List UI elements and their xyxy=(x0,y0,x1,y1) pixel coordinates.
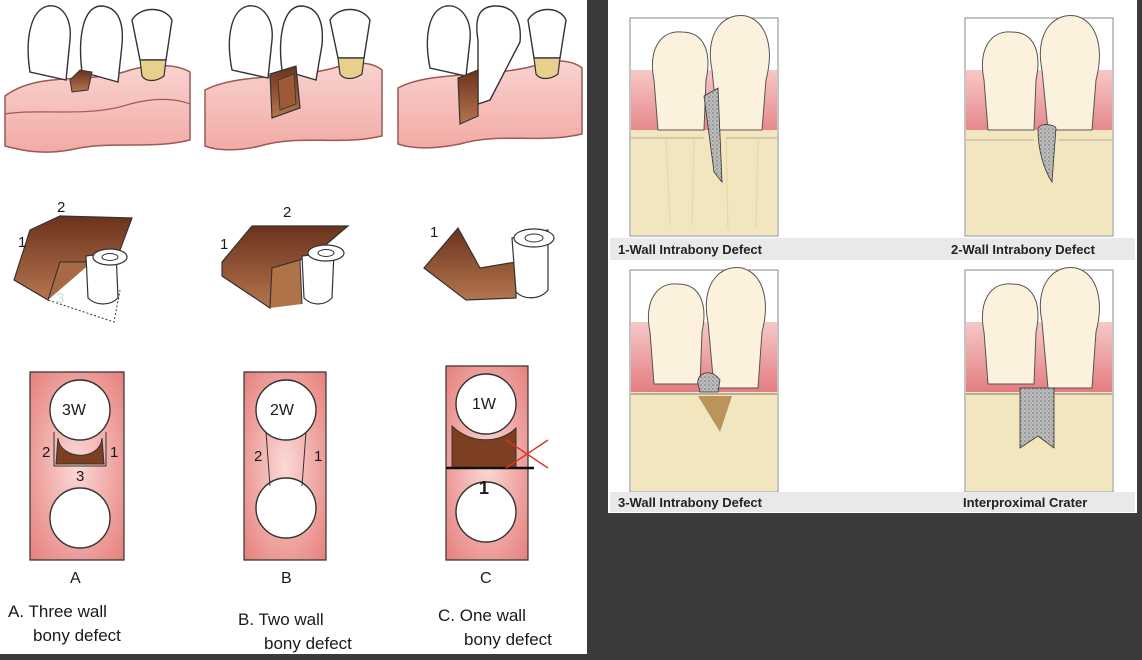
column-letter-c: C xyxy=(480,570,492,587)
wall-number-a-2: 2 xyxy=(57,199,66,216)
caption-interproximal-crater: Interproximal Crater xyxy=(963,495,1088,510)
wall-diagram-c xyxy=(423,226,555,301)
occlusal-strip-b xyxy=(243,371,327,561)
strip-number-a-3: 3 xyxy=(76,468,85,485)
caption-a-line1: A. Three wall xyxy=(8,602,107,621)
panel-3-wall-defect xyxy=(629,266,779,493)
wall-number-a-3: 3 xyxy=(56,290,65,307)
intrabony-defect-illustration xyxy=(610,14,1135,512)
panel-2-wall-defect xyxy=(964,14,1114,237)
wall-number-b-1: 1 xyxy=(220,236,229,253)
strip-number-a-2: 2 xyxy=(42,444,51,461)
caption-a-line2: bony defect xyxy=(33,626,121,645)
caption-b-line1: B. Two wall xyxy=(238,610,324,629)
wall-diagram-a xyxy=(13,215,133,323)
wall-number-c-1: 1 xyxy=(430,224,439,241)
panel-interproximal-crater xyxy=(964,266,1114,493)
annotation-number: 1 xyxy=(479,478,490,498)
column-letter-b: B xyxy=(281,570,292,587)
caption-2-wall: 2-Wall Intrabony Defect xyxy=(951,242,1095,257)
right-figure-panel: 1-Wall Intrabony Defect 2-Wall Intrabony… xyxy=(608,0,1137,513)
block-c xyxy=(397,5,583,149)
panel-1-wall-defect xyxy=(629,14,779,237)
wall-defect-illustration xyxy=(4,5,583,561)
caption-b-line2: bony defect xyxy=(264,634,352,653)
caption-c-line1: C. One wall xyxy=(438,606,526,625)
caption-3-wall: 3-Wall Intrabony Defect xyxy=(618,495,762,510)
caption-1-wall: 1-Wall Intrabony Defect xyxy=(618,242,762,257)
caption-c-line2: bony defect xyxy=(464,630,552,649)
occlusal-label-b: 2W xyxy=(270,402,294,419)
occlusal-strip-c xyxy=(445,365,549,561)
occlusal-label-c: 1W xyxy=(472,396,496,413)
strip-number-b-1: 1 xyxy=(314,448,323,465)
strip-number-a-1: 1 xyxy=(110,444,119,461)
block-b xyxy=(204,5,383,151)
occlusal-strip-a xyxy=(29,371,125,561)
red-cross-line xyxy=(505,439,549,469)
wall-number-a-1: 1 xyxy=(18,234,27,251)
strip-number-b-2: 2 xyxy=(254,448,263,465)
column-letter-a: A xyxy=(70,570,81,587)
occlusal-label-a: 3W xyxy=(62,402,86,419)
wall-diagram-b xyxy=(221,225,350,310)
left-figure-panel: 2 1 3 2 1 1 3W 2W 1W 2 1 3 2 1 1 A B C A… xyxy=(0,0,587,654)
wall-number-b-2: 2 xyxy=(283,204,292,221)
block-a xyxy=(4,5,191,153)
